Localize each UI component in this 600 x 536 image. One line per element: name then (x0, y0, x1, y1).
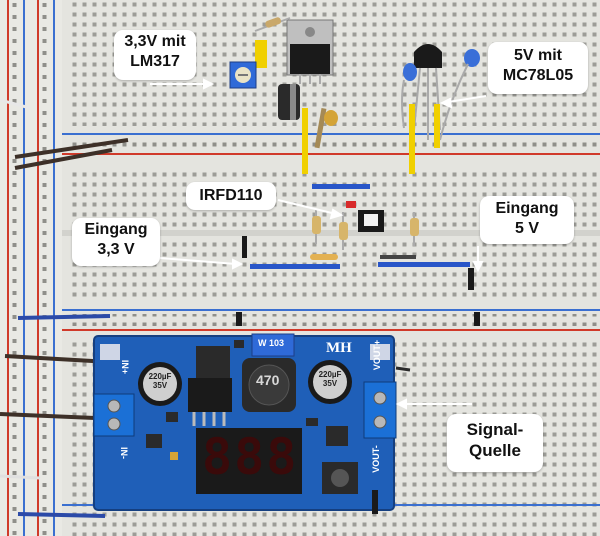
callout-eingang5-line2: 5 V (514, 220, 539, 237)
lm317-regulator (286, 19, 334, 84)
jumper-blue-mid (312, 184, 370, 189)
mc78l05-regulator (413, 44, 442, 140)
ceramic-cap-1 (403, 63, 417, 81)
callout-mc78l05: 5V mit MC78L05 (488, 42, 588, 94)
arrow-icon (447, 95, 487, 103)
irfd110-mosfet (358, 210, 384, 232)
inductor-label: 470 (256, 372, 280, 388)
buck-converter-module (93, 333, 397, 511)
resistor-2 (339, 212, 348, 250)
callout-lm317: 3,3V mit LM317 (114, 30, 196, 80)
trim-potentiometer (229, 61, 257, 89)
callout-signal-line1: Signal- (466, 420, 524, 439)
callout-mc78l05-line1: 5V mit (513, 47, 562, 64)
callout-signal-line2: Quelle (469, 441, 521, 461)
cap-right-label: 220µF 35V (318, 370, 342, 388)
resistor-horizontal (310, 254, 338, 260)
pin-in-plus: IN+ (120, 359, 131, 375)
resistor-top (254, 17, 291, 32)
jumper-yellow-3 (434, 104, 440, 148)
electrolytic-cap-lm317 (278, 84, 300, 120)
pin-out-minus: VOUT- (370, 445, 381, 473)
callout-lm317-line2: LM317 (130, 53, 180, 70)
seven-segment-display (196, 428, 302, 494)
module-brand: MH (326, 340, 352, 356)
callout-irfd110: IRFD110 (186, 182, 276, 210)
callout-lm317-line1: 3,3V mit (124, 33, 186, 50)
jumper-blue-5 (378, 262, 470, 267)
resistor-3 (410, 212, 419, 246)
display-digits: 888 (202, 428, 299, 486)
callout-irfd110-line1: IRFD110 (199, 187, 263, 204)
jumper-yellow-2 (409, 104, 415, 174)
left-power-rail (0, 0, 62, 536)
callout-eingang-33: Eingang 3,3 V (72, 218, 160, 266)
pin-in-minus: IN- (119, 447, 129, 459)
arrow-icon (277, 199, 337, 215)
callout-signal-quelle: Signal- Quelle (447, 414, 543, 472)
resistor-1 (312, 210, 321, 244)
arrow-icon (159, 257, 237, 265)
pin-out-plus: VOUT+ (372, 339, 383, 371)
callout-mc78l05-line2: MC78L05 (502, 67, 574, 84)
input-pin-5 (468, 268, 474, 290)
jumper-blue-33 (250, 264, 340, 269)
jumper-yellow-1 (302, 108, 308, 174)
callout-eingang5-line1: Eingang (495, 200, 559, 217)
cap-left-label: 220µF 35V (148, 372, 172, 390)
jumper-yellow-small (255, 40, 267, 68)
input-pin-33 (242, 236, 247, 258)
trimmer-label: W 103 (258, 338, 285, 348)
red-jumper (346, 201, 356, 208)
callout-eingang-5: Eingang 5 V (480, 196, 574, 244)
callout-eingang33-line1: Eingang (84, 221, 148, 238)
callout-eingang33-line2: 3,3 V (97, 241, 135, 258)
ceramic-cap-2 (464, 49, 480, 67)
